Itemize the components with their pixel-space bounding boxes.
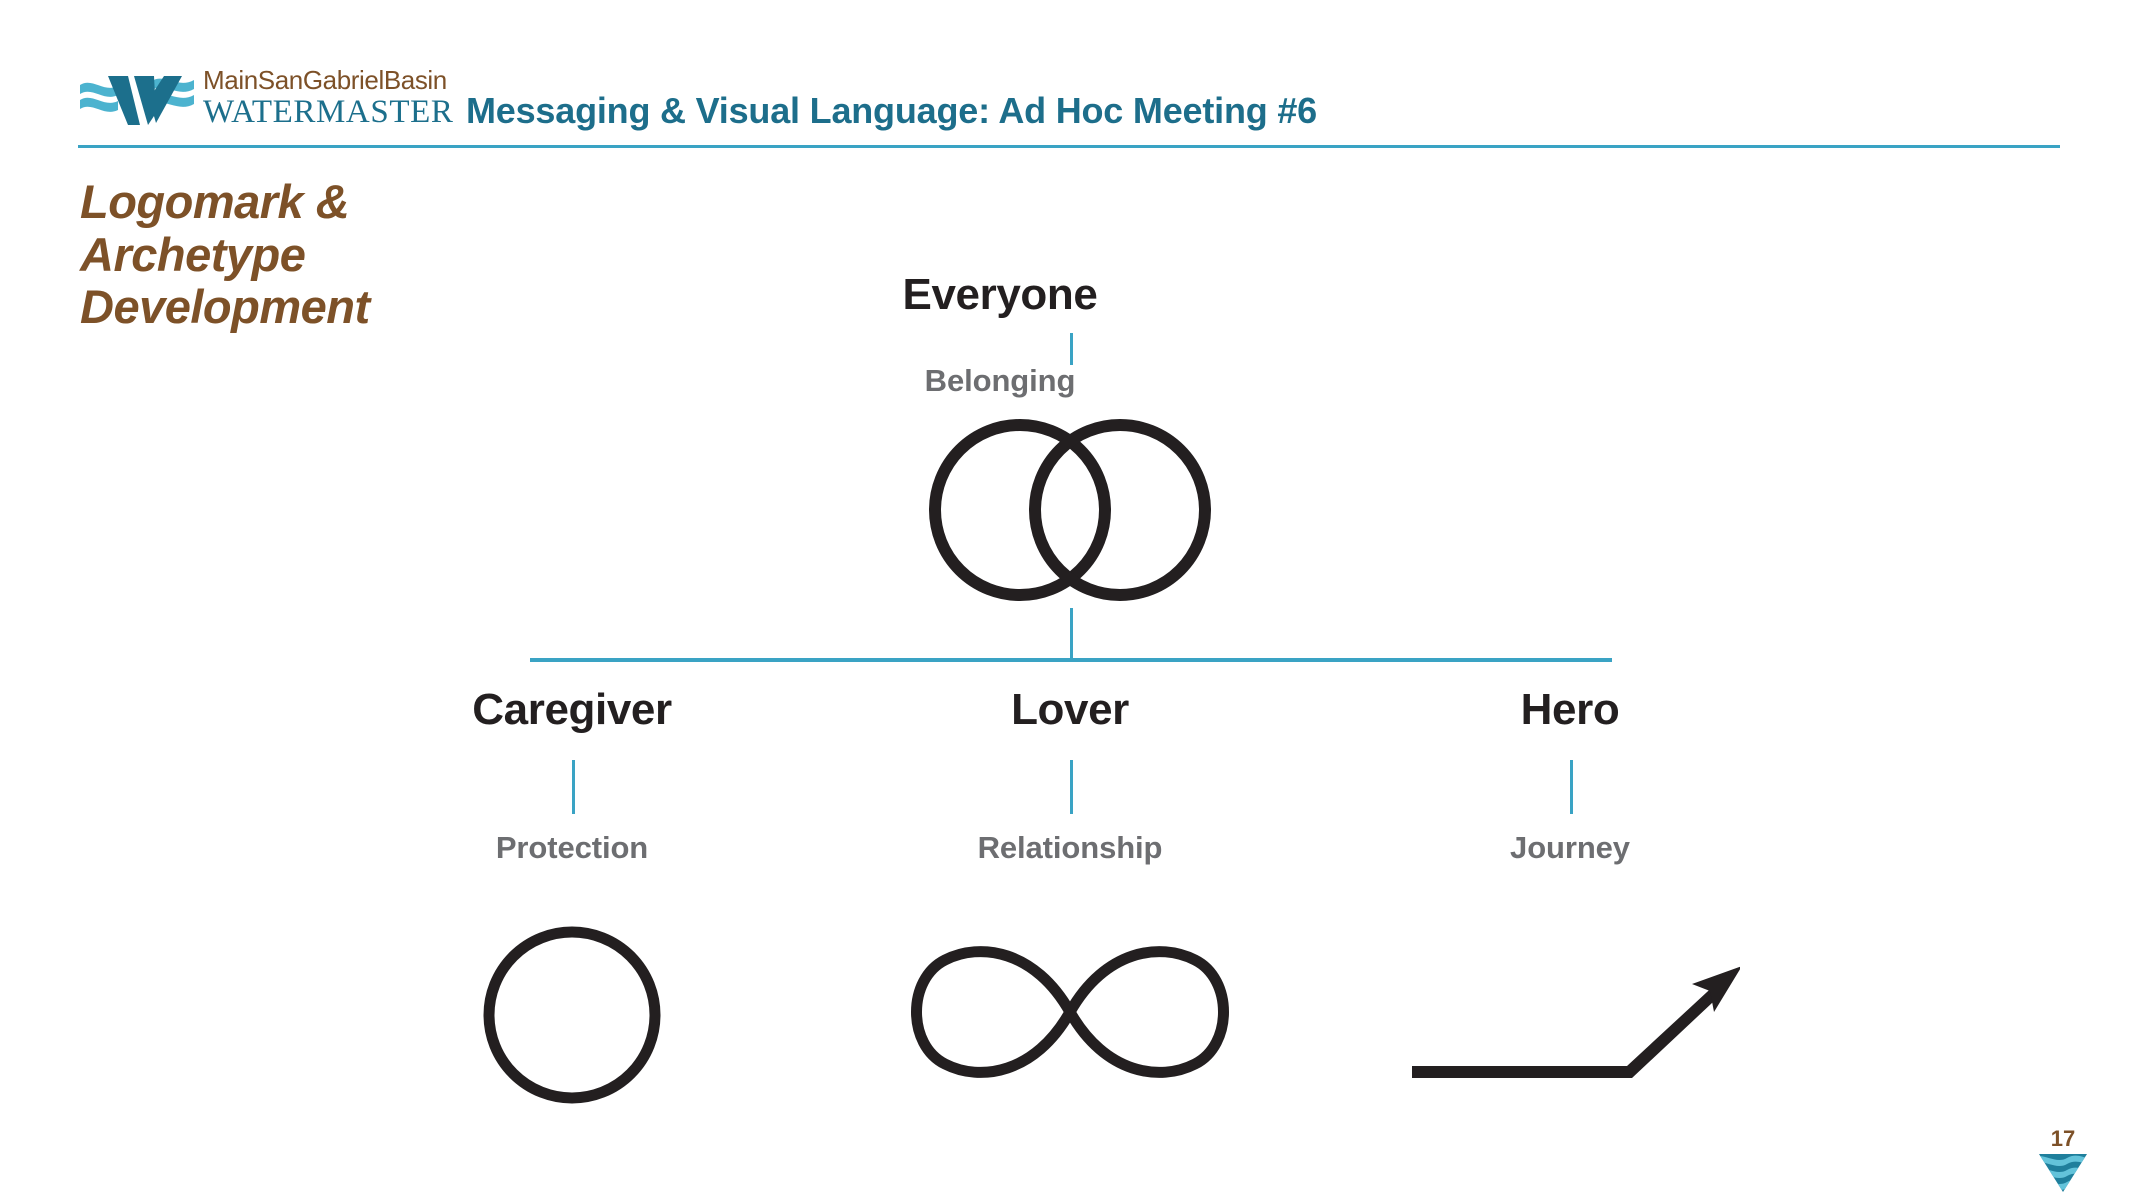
watermaster-triangle-wave-logo-icon [2039,1154,2087,1192]
symbol-circle [483,926,661,1104]
connector-lover-to-relationship [1070,760,1073,814]
connector-root-stem [1070,608,1073,661]
brand-wordmark-line2: WATERMASTER [203,94,454,130]
symbol-two-overlapping-circles [929,419,1211,601]
slide-header: MainSanGabrielBasin WATERMASTER Messagin… [0,0,2138,148]
node-title-lover: Lover [1011,685,1129,734]
brand-wordmark: MainSanGabrielBasin WATERMASTER [203,67,453,129]
header-divider-rule [78,145,2060,148]
node-title-caregiver: Caregiver [472,685,672,734]
node-subtitle-journey: Journey [1510,830,1630,865]
node-subtitle-belonging: Belonging [924,363,1076,398]
node-subtitle-protection: Protection [495,830,649,865]
header-title: Messaging & Visual Language: Ad Hoc Meet… [466,90,1317,131]
brand-logo: MainSanGabrielBasin WATERMASTER [78,62,453,134]
connector-everyone-to-belonging [1070,333,1073,365]
node-title-hero: Hero [1520,685,1620,734]
connector-hero-to-journey [1570,760,1573,814]
watermaster-wave-logo-icon [80,76,194,125]
node-title-everyone: Everyone [902,270,1098,319]
node-subtitle-relationship: Relationship [977,830,1163,865]
connector-caregiver-to-protection [572,760,575,814]
connector-horizontal-bus [530,658,1612,662]
page-title: Logomark & Archetype Development [80,175,370,334]
brand-wordmark-line1: MainSanGabrielBasin [203,65,447,95]
page-number: 17 [2050,1126,2076,1151]
symbol-infinity [911,946,1229,1078]
symbol-rising-arrow [1412,966,1740,1078]
